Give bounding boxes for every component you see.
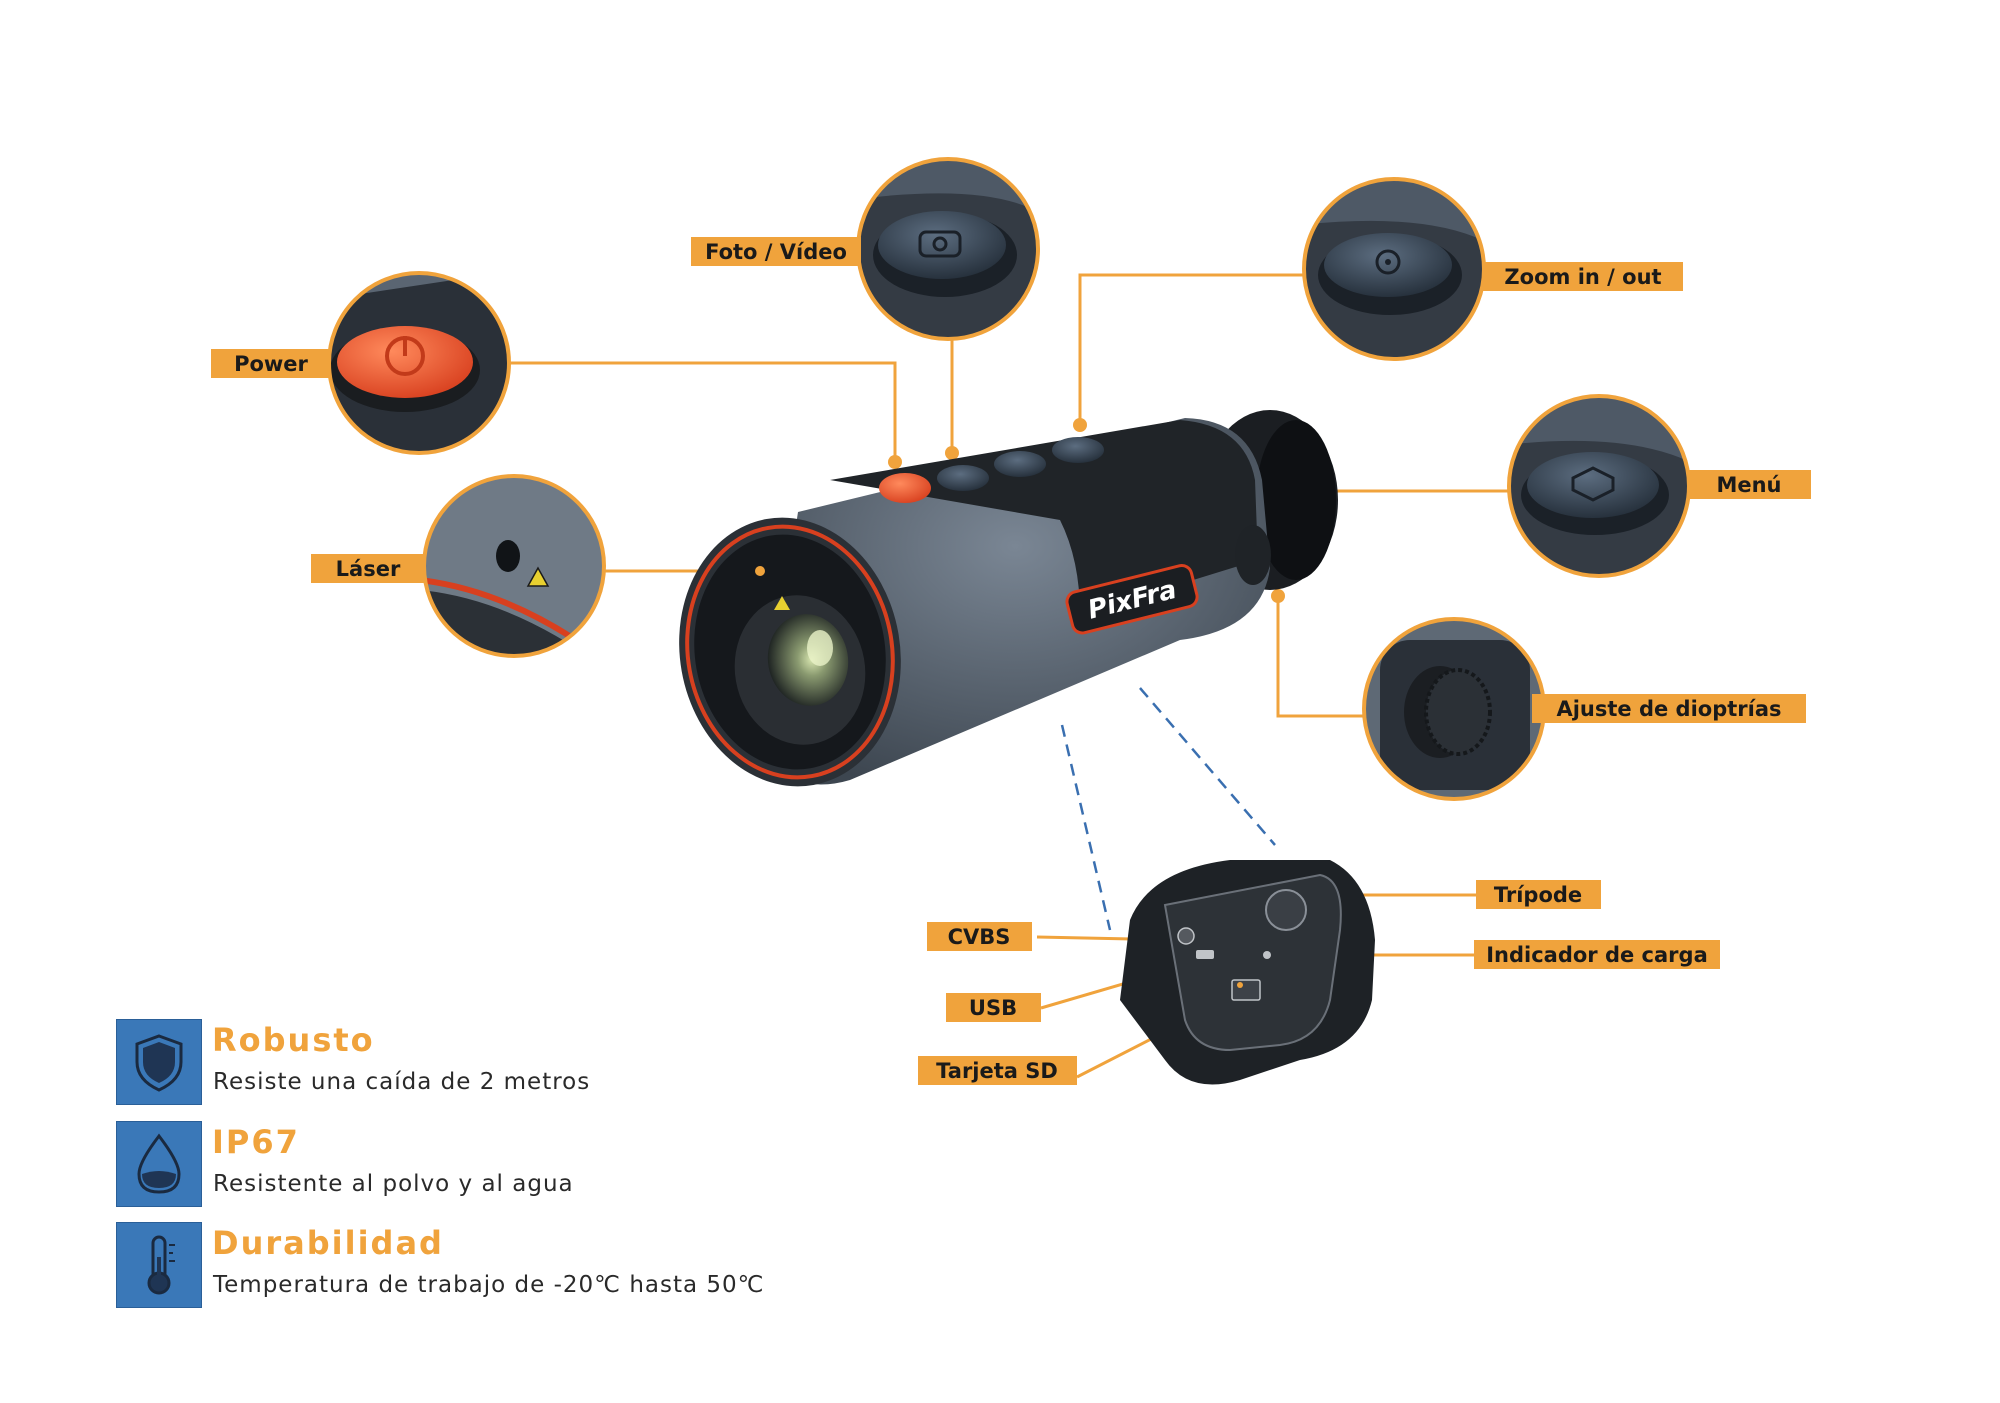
menu-icon xyxy=(1571,466,1615,502)
power-button[interactable] xyxy=(879,473,931,503)
device-top-panel xyxy=(830,420,1258,615)
callout-circle-menu xyxy=(1507,394,1691,578)
shield-icon xyxy=(116,1019,202,1105)
diopter-knob-icon xyxy=(1424,668,1492,756)
feature-title: IP67 xyxy=(212,1123,300,1161)
svg-text:CVBS: CVBS xyxy=(948,925,1011,949)
feature-ip67: IP67 Resistente al polvo y al agua xyxy=(116,1121,816,1207)
svg-text:Tarjeta SD: Tarjeta SD xyxy=(936,1059,1058,1083)
laser-warning-icon xyxy=(526,566,550,587)
photo-video-button[interactable] xyxy=(937,465,989,491)
menu-button[interactable] xyxy=(1052,437,1104,463)
power-icon xyxy=(337,326,473,398)
callout-label-cvbs: CVBS xyxy=(927,922,1032,951)
svg-text:Indicador de carga: Indicador de carga xyxy=(1486,943,1708,967)
tripode-mount xyxy=(1265,889,1307,931)
leader-dioptrias xyxy=(1276,600,1370,718)
charge-indicator xyxy=(1263,951,1271,959)
svg-text:Trípode: Trípode xyxy=(1494,883,1582,907)
feature-durabilidad: Durabilidad Temperatura de trabajo de -2… xyxy=(116,1222,816,1308)
callout-circle-foto-video xyxy=(856,157,1040,341)
zoom-button[interactable] xyxy=(994,451,1046,477)
water-drop-icon xyxy=(116,1121,202,1207)
callout-circle-zoom xyxy=(1302,177,1486,361)
callout-circle-power xyxy=(327,271,511,455)
front-red-ring xyxy=(685,524,895,780)
diopter-knob[interactable] xyxy=(1235,525,1271,585)
thermal-monocular: PixFra xyxy=(679,410,1338,787)
callout-circle-laser xyxy=(422,474,606,658)
callout-label-foto-video: Foto / Vídeo xyxy=(691,237,861,266)
callout-label-usb: USB xyxy=(946,993,1041,1022)
callout-label-power: Power xyxy=(211,349,331,378)
svg-text:Foto / Vídeo: Foto / Vídeo xyxy=(705,240,847,264)
callout-label-indicador-carga: Indicador de carga xyxy=(1474,940,1720,969)
feature-title: Durabilidad xyxy=(212,1224,444,1262)
thermometer-icon xyxy=(116,1222,202,1308)
camera-icon xyxy=(918,230,962,258)
usb-port xyxy=(1196,950,1214,959)
leader-power xyxy=(509,361,897,458)
laser-aperture xyxy=(496,540,520,572)
cvbs-port xyxy=(1177,927,1195,945)
callout-label-zoom: Zoom in / out xyxy=(1483,262,1683,291)
svg-text:Ajuste de dioptrías: Ajuste de dioptrías xyxy=(1556,697,1781,721)
callout-label-tarjeta-sd: Tarjeta SD xyxy=(918,1056,1077,1085)
feature-robusto: Robusto Resiste una caída de 2 metros xyxy=(116,1019,816,1105)
laser-warning-mark xyxy=(774,596,790,610)
callout-circle-dioptrias xyxy=(1362,617,1546,801)
zoom-icon xyxy=(1375,249,1401,275)
laser-port xyxy=(755,566,765,576)
svg-text:Power: Power xyxy=(234,352,308,376)
svg-text:Menú: Menú xyxy=(1716,473,1781,497)
feature-description: Resistente al polvo y al agua xyxy=(213,1171,574,1197)
feature-title: Robusto xyxy=(212,1021,375,1059)
callout-label-menu: Menú xyxy=(1688,470,1811,499)
svg-text:Zoom in / out: Zoom in / out xyxy=(1504,265,1661,289)
feature-description: Temperatura de trabajo de -20℃ hasta 50℃ xyxy=(213,1272,765,1298)
callout-label-tripode: Trípode xyxy=(1476,880,1601,909)
leader-zoom xyxy=(1078,273,1304,422)
bottom-view xyxy=(1120,860,1375,1085)
bottom-view-connector xyxy=(1060,687,1276,931)
sd-slot xyxy=(1231,979,1261,1001)
feature-description: Resiste una caída de 2 metros xyxy=(213,1069,591,1095)
callout-label-laser: Láser xyxy=(311,554,426,583)
svg-text:USB: USB xyxy=(969,996,1017,1020)
callout-label-dioptrias: Ajuste de dioptrías xyxy=(1532,694,1806,723)
svg-text:Láser: Láser xyxy=(336,557,401,581)
